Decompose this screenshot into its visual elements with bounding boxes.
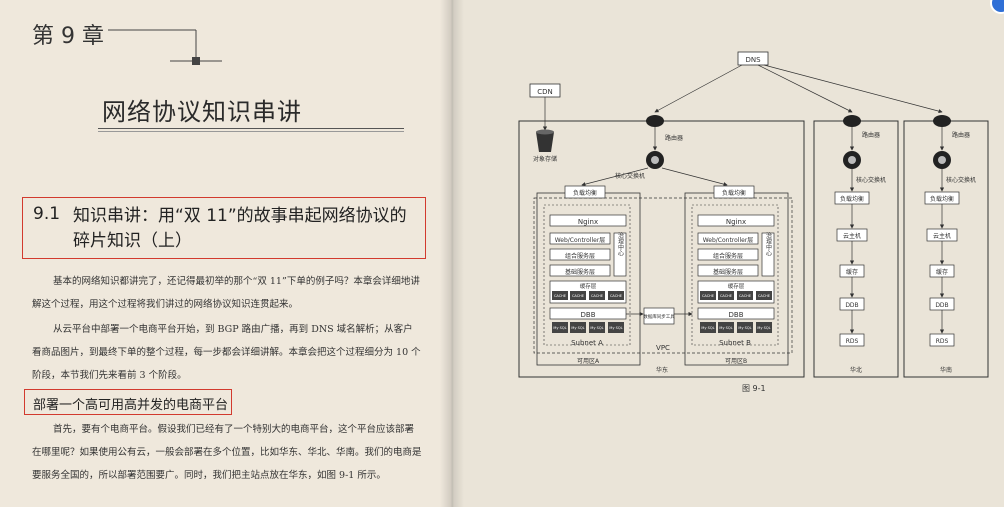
lb-b-box (713, 185, 755, 199)
nginx-b: Nginx (726, 218, 746, 226)
svg-text:My SQL: My SQL (738, 326, 751, 330)
core-switch-label-south: 核心交换机 (946, 176, 976, 184)
section-title: 知识串讲：用“双 11”的故事串起网络协议的碎片知识（上） (73, 206, 407, 251)
router-icon-north (843, 115, 861, 127)
zone-a-label: 可用区A (577, 358, 600, 365)
svg-text:CACHE: CACHE (739, 294, 751, 298)
region-south-label: 华南 (940, 366, 952, 374)
gov-a: 治理中心 (617, 231, 624, 256)
web-a: Web/Controller层 (555, 237, 606, 244)
svg-text:My SQL: My SQL (757, 326, 770, 330)
lb-a-box (564, 185, 606, 199)
cache-layer-b: 缓存层 (728, 282, 745, 290)
svg-text:My SQL: My SQL (701, 326, 714, 330)
svg-text:My SQL: My SQL (590, 326, 603, 330)
cloud-host-north: 云主机 (843, 232, 861, 240)
web-b: Web/Controller层 (703, 237, 754, 244)
chapter-title: 网络协议知识串讲 (102, 98, 302, 126)
vpc-box (533, 197, 793, 354)
svg-text:CACHE: CACHE (554, 294, 566, 298)
paragraph-3: 首先，要有个电商平台。假设我们已经有了一个特别大的电商平台，这个平台应该部署在哪… (32, 424, 422, 481)
subsection-title: 部署一个高可用高并发的电商平台 (33, 398, 229, 413)
composite-a: 组合服务层 (565, 252, 595, 260)
lb-a-label: 负载均衡 (573, 189, 597, 197)
section-heading-box: 9.1 知识串讲：用“双 11”的故事串起网络协议的碎片知识（上） (22, 197, 426, 259)
svg-text:My SQL: My SQL (571, 326, 584, 330)
corner-badge-icon (990, 0, 1004, 14)
sync-tool-label: 数据库同步工具 (643, 313, 675, 320)
ddb-north: DDB (845, 302, 858, 309)
gov-b: 治理中心 (765, 231, 772, 256)
cache-north: 缓存 (846, 268, 858, 276)
router-label-south: 路由器 (952, 131, 970, 139)
chapter-decoration (108, 29, 222, 65)
subsection-heading-box: 部署一个高可用高并发的电商平台 (24, 389, 232, 415)
lb-b-label: 负载均衡 (722, 189, 746, 197)
svg-text:My SQL: My SQL (609, 326, 622, 330)
svg-text:CACHE: CACHE (758, 294, 770, 298)
architecture-diagram: DNS CDN 华东 对象存储 路由器 核心交换机 (518, 51, 989, 378)
figure-caption: 图 9-1 (742, 384, 766, 393)
region-east-label: 华东 (656, 366, 668, 374)
chapter-number: 第 9 章 (32, 24, 104, 49)
router-icon-east (646, 115, 664, 127)
section-number: 9.1 (33, 204, 61, 224)
nginx-a: Nginx (578, 218, 598, 226)
lb-south: 负载均衡 (930, 195, 954, 203)
core-switch-label-east: 核心交换机 (615, 172, 645, 180)
ddb-south: DDB (935, 302, 948, 309)
router-label-north: 路由器 (862, 131, 880, 139)
svg-text:My SQL: My SQL (553, 326, 566, 330)
svg-text:My SQL: My SQL (719, 326, 732, 330)
lb-north: 负载均衡 (840, 195, 864, 203)
zone-b-label: 可用区B (725, 358, 747, 365)
dbb-b: DBB (729, 311, 744, 319)
subnet-b-label: Subnet B (719, 339, 751, 347)
dns-label: DNS (745, 56, 761, 64)
cache-south: 缓存 (936, 268, 948, 276)
subnet-a-box (543, 204, 631, 346)
svg-text:CACHE: CACHE (702, 294, 714, 298)
composite-b: 组合服务层 (713, 252, 743, 260)
sync-tool-box (643, 307, 675, 325)
title-rule-thin (98, 131, 404, 132)
object-storage-label: 对象存储 (533, 155, 557, 163)
object-storage-icon (536, 132, 554, 152)
paragraph-1: 基本的网络知识都讲完了，还记得最初举的那个“双 11”下单的例子吗？本章会详细地… (32, 276, 420, 310)
cloud-host-south: 云主机 (933, 232, 951, 240)
svg-text:CACHE: CACHE (591, 294, 603, 298)
subnet-a-label: Subnet A (571, 339, 603, 347)
core-switch-label-north: 核心交换机 (856, 176, 886, 184)
dns-box (737, 51, 769, 66)
base-a: 基础服务层 (565, 268, 595, 276)
svg-text:CACHE: CACHE (610, 294, 622, 298)
rds-north: RDS (846, 338, 859, 345)
book-gutter (440, 0, 464, 507)
title-rule (98, 128, 404, 129)
router-label-east: 路由器 (665, 134, 683, 142)
paragraph-2: 从云平台中部署一个电商平台开始，到 BGP 路由广播，再到 DNS 域名解析；从… (32, 324, 421, 381)
svg-text:CACHE: CACHE (572, 294, 584, 298)
rds-south: RDS (936, 338, 949, 345)
region-north-label: 华北 (850, 366, 862, 374)
cdn-label: CDN (537, 88, 553, 96)
right-page: DNS CDN 华东 对象存储 路由器 核心交换机 (452, 0, 1004, 507)
vpc-label: VPC (656, 344, 670, 352)
subnet-b-box (691, 204, 779, 346)
left-page: 第 9 章 网络协议知识串讲 9.1 知识串讲：用“双 11”的故事串起网络协议… (0, 0, 452, 507)
router-icon-south (933, 115, 951, 127)
cache-layer-a: 缓存层 (580, 282, 597, 290)
dbb-a: DBB (581, 311, 596, 319)
base-b: 基础服务层 (713, 268, 743, 276)
svg-text:CACHE: CACHE (720, 294, 732, 298)
